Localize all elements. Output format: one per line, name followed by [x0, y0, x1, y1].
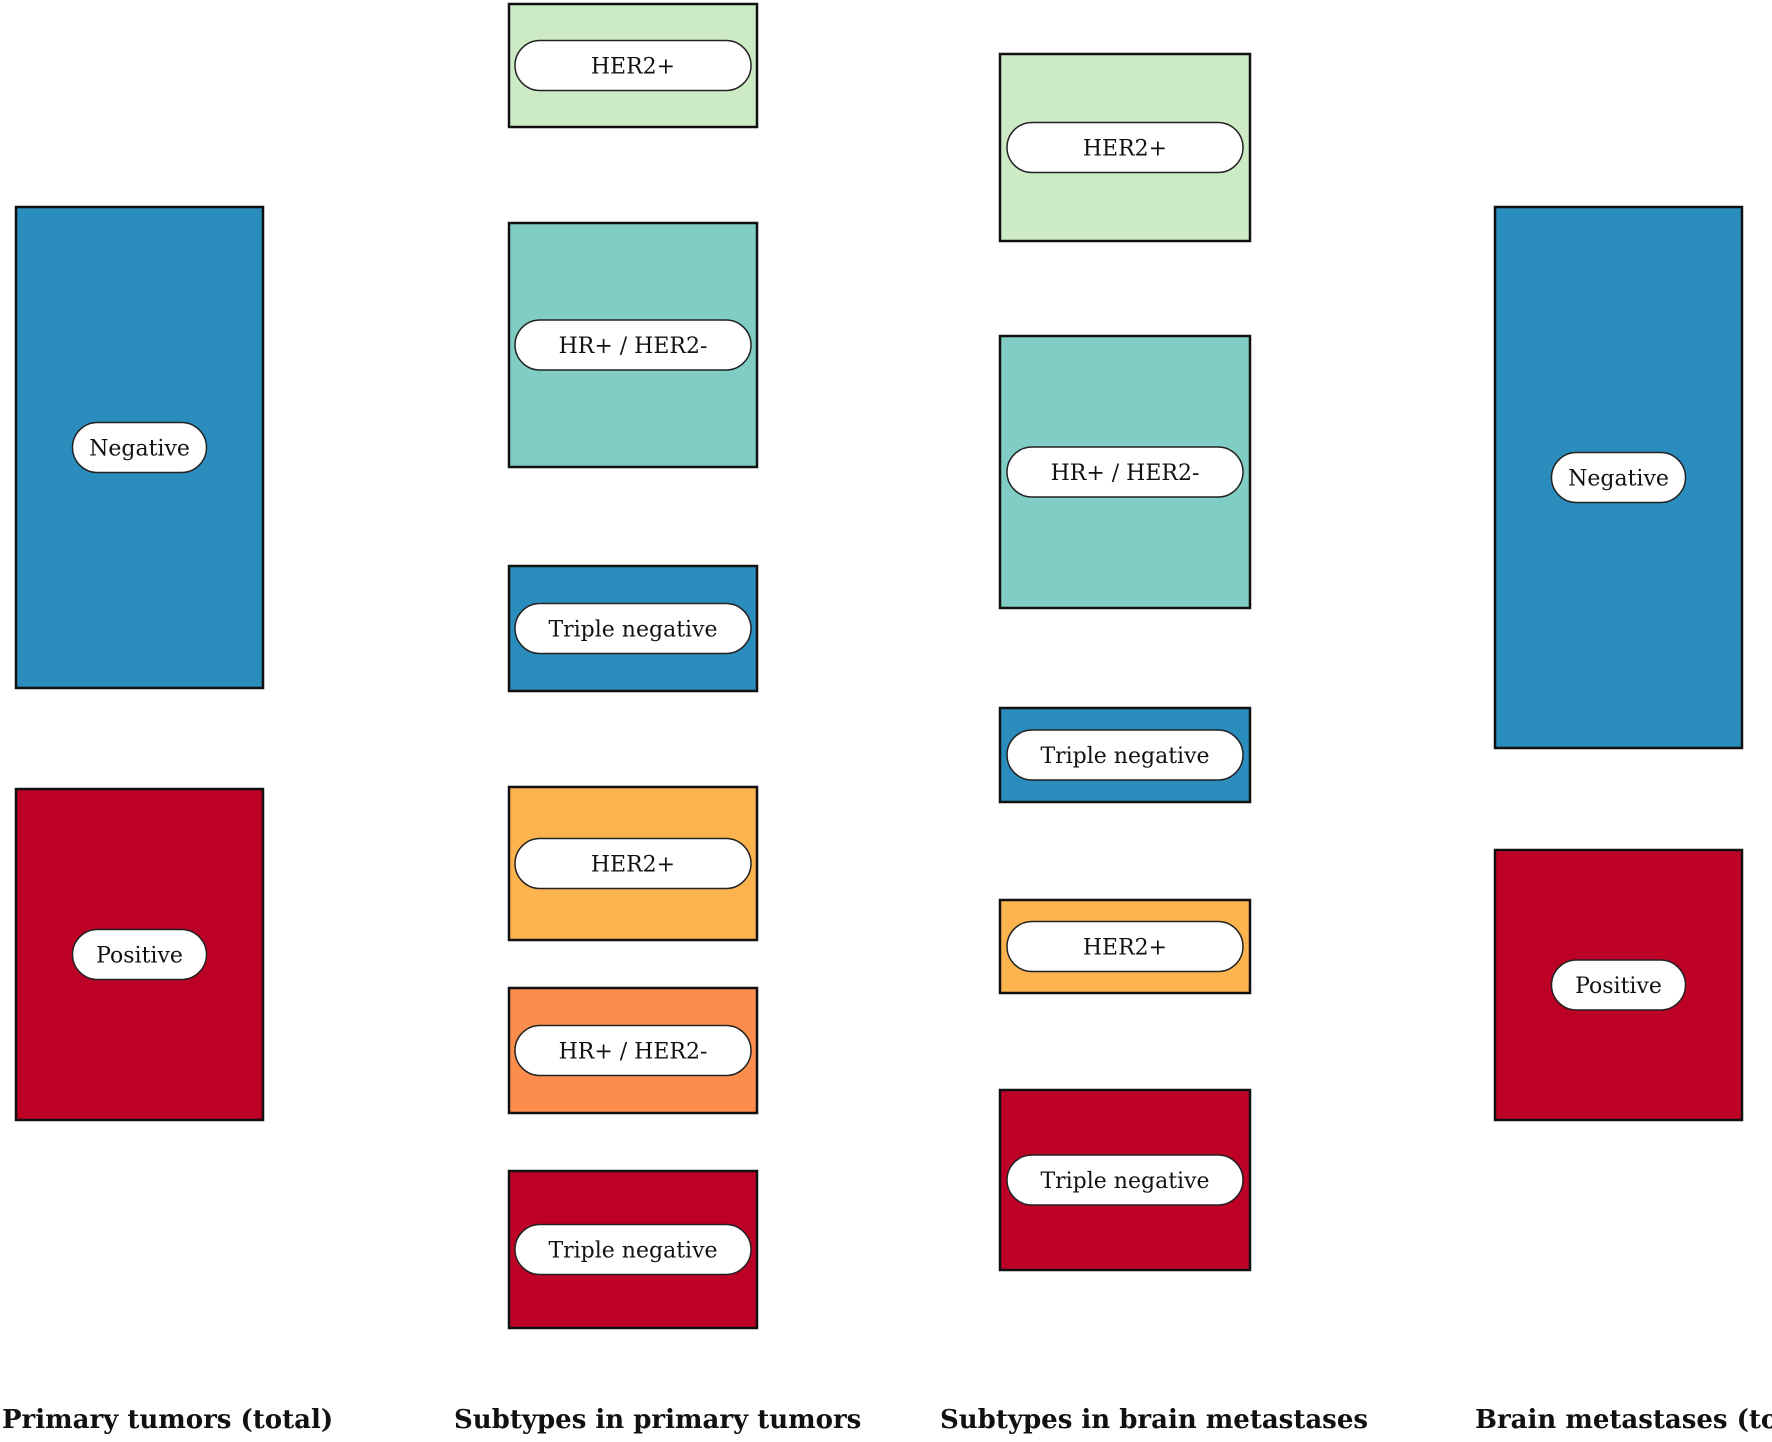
node-label-p_pos: Positive	[96, 944, 183, 969]
flow-p_pos-to-ps_tn_p	[263, 975, 509, 1328]
flow-ps_tn_n-to-bs_tn_p	[757, 650, 1000, 1090]
node-pill-ps_hr_p	[514, 1024, 752, 1077]
node-ps_hr_p: HR+ / HER2-	[507, 986, 759, 1115]
node-p_pos: Positive	[14, 787, 265, 1122]
flow-ps_tn_n-to-bs_tn_n	[757, 566, 1000, 740]
node-pill-ps_hr_n	[514, 319, 752, 371]
node-label-bs_hr_n: HR+ / HER2-	[1051, 461, 1200, 486]
node-label-ps_tn_p: Triple negative	[548, 1239, 717, 1264]
flow-ps_hr_p-to-bs_hr_n	[757, 578, 1000, 1065]
flow-p_neg-to-ps_her2_n	[263, 4, 509, 330]
node-pill-b_pos	[1550, 959, 1687, 1011]
node-ps_hr_n: HR+ / HER2-	[507, 221, 759, 469]
flow-bs_tn_p-to-b_pos	[1250, 943, 1495, 1270]
node-pill-p_neg	[71, 421, 208, 474]
node-ps_her2_p: HER2+	[507, 785, 759, 942]
node-pill-ps_tn_p	[514, 1223, 752, 1276]
node-label-b_pos: Positive	[1575, 974, 1662, 999]
node-pill-ps_her2_p	[514, 837, 752, 890]
node-label-bs_her2_p: HER2+	[1083, 936, 1167, 961]
node-label-bs_her2_n: HER2+	[1083, 137, 1167, 162]
flow-p_pos-to-ps_hr_p	[263, 940, 509, 1065]
node-b_neg: Negative	[1493, 205, 1744, 750]
flow-ps_hr_n-to-bs_hr_n	[757, 223, 1000, 580]
flow-bs_her2_n-to-b_neg	[1250, 54, 1495, 390]
node-label-ps_her2_n: HER2+	[591, 55, 675, 80]
column-label-brain-subtypes: Subtypes in brain metastases	[940, 1405, 1368, 1435]
node-pill-bs_her2_p	[1006, 920, 1244, 973]
flow-ps_tn_p-to-bs_tn_n	[757, 740, 1000, 1200]
node-pill-bs_tn_n	[1006, 729, 1244, 781]
node-pill-ps_her2_n	[514, 39, 752, 92]
node-b_pos: Positive	[1493, 848, 1744, 1122]
node-bs_hr_n: HR+ / HER2-	[998, 334, 1252, 610]
column-label-primary-total: Primary tumors (total)	[2, 1405, 333, 1435]
node-label-bs_tn_p: Triple negative	[1040, 1169, 1209, 1194]
node-ps_tn_p: Triple negative	[507, 1169, 759, 1330]
flows-layer	[263, 4, 1495, 1328]
node-bs_tn_p: Triple negative	[998, 1088, 1252, 1272]
node-label-ps_tn_n: Triple negative	[548, 618, 717, 643]
flow-bs_tn_n-to-b_neg	[1250, 660, 1495, 802]
node-pill-b_neg	[1550, 451, 1687, 504]
flow-ps_her2_p-to-bs_her2_p	[757, 880, 1000, 993]
node-label-ps_hr_n: HR+ / HER2-	[559, 334, 708, 359]
node-bs_her2_p: HER2+	[998, 898, 1252, 995]
column-label-brain-total: Brain metastases (total)	[1475, 1405, 1772, 1435]
node-bs_tn_n: Triple negative	[998, 706, 1252, 804]
node-pill-bs_hr_n	[1006, 446, 1244, 498]
column-labels: Primary tumors (total) Subtypes in prima…	[2, 1405, 1772, 1435]
node-p_neg: Negative	[14, 205, 265, 690]
node-label-p_neg: Negative	[89, 437, 190, 462]
node-pill-bs_her2_n	[1006, 121, 1244, 174]
node-label-b_neg: Negative	[1568, 467, 1669, 492]
flow-p_neg-to-ps_tn_n	[263, 566, 509, 691]
column-label-primary-subtypes: Subtypes in primary tumors	[454, 1405, 861, 1435]
flow-p_pos-to-ps_her2_p	[263, 787, 509, 940]
node-label-bs_tn_n: Triple negative	[1040, 744, 1209, 769]
node-pill-p_pos	[71, 928, 208, 981]
flow-ps_her2_n-to-bs_her2_p	[757, 100, 1000, 927]
node-ps_tn_n: Triple negative	[507, 564, 759, 693]
flow-ps_her2_p-to-bs_her2_n	[757, 140, 1000, 880]
flow-ps_her2_n-to-bs_her2_n	[757, 4, 1000, 150]
flow-bs_her2_p-to-b_pos	[1250, 850, 1495, 993]
node-pill-ps_tn_n	[514, 602, 752, 655]
node-label-ps_her2_p: HER2+	[591, 853, 675, 878]
flow-bs_hr_n-to-b_neg	[1250, 336, 1495, 660]
flow-ps_tn_p-to-bs_tn_p	[757, 1150, 1000, 1328]
flow-p_neg-to-ps_hr_n	[263, 223, 509, 567]
node-bs_her2_n: HER2+	[998, 52, 1252, 243]
node-label-ps_hr_p: HR+ / HER2-	[559, 1040, 708, 1065]
node-pill-bs_tn_p	[1006, 1154, 1244, 1206]
node-ps_her2_n: HER2+	[507, 2, 759, 129]
